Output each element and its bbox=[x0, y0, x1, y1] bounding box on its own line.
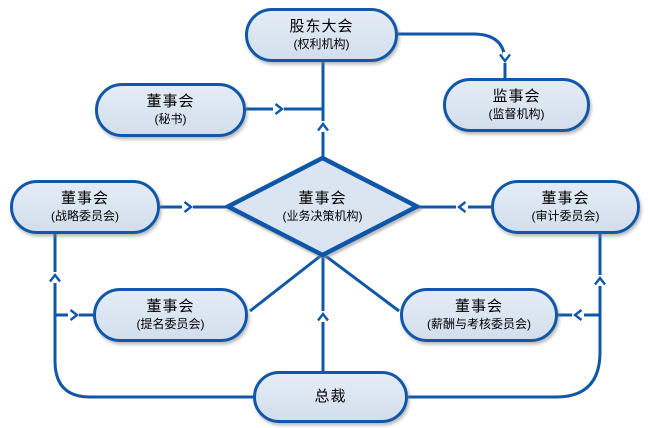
arrow-up-president-to-board bbox=[317, 311, 329, 322]
arrow-up-rail-to-audit bbox=[594, 275, 606, 286]
node-subtitle: (审计委员会) bbox=[531, 209, 600, 224]
node-nomination-committee: 董事会 (提名委员会) bbox=[93, 288, 248, 342]
node-subtitle: (监督机构) bbox=[488, 107, 545, 122]
arrow-left-rail-to-remuneration bbox=[572, 309, 584, 321]
node-title: 董事会 bbox=[541, 189, 590, 207]
node-board-secretary: 董事会 (秘书) bbox=[95, 83, 246, 137]
node-audit-committee: 董事会 (审计委员会) bbox=[491, 180, 640, 234]
diamond-shape bbox=[223, 155, 422, 258]
edge-president-audit-rail bbox=[408, 234, 602, 399]
node-title: 总裁 bbox=[314, 387, 347, 405]
edge-board-remuneration bbox=[322, 252, 400, 313]
node-title: 董事会 bbox=[298, 189, 347, 207]
node-title: 监事会 bbox=[492, 87, 541, 105]
node-title: 董事会 bbox=[60, 189, 109, 207]
node-shareholders-meeting: 股东大会 (权利机构) bbox=[245, 8, 398, 62]
node-subtitle: (秘书) bbox=[154, 112, 187, 127]
node-title: 董事会 bbox=[146, 92, 195, 110]
arrowheads bbox=[49, 52, 606, 322]
arrow-right-rail-to-nomination bbox=[68, 309, 79, 321]
node-subtitle: (权利机构) bbox=[293, 37, 350, 52]
node-subtitle: (战略委员会) bbox=[51, 209, 119, 224]
edge-board-nomination bbox=[249, 252, 324, 313]
node-subtitle: (业务决策机构) bbox=[282, 209, 363, 224]
node-supervisory-board: 监事会 (监督机构) bbox=[443, 78, 590, 132]
node-strategy-committee: 董事会 (战略委员会) bbox=[10, 180, 160, 234]
edge-shareholders-supervisory bbox=[398, 32, 507, 78]
node-president: 总裁 bbox=[253, 371, 408, 423]
arrow-up-to-shareholders bbox=[317, 121, 329, 132]
arrow-up-rail-to-strategy bbox=[49, 272, 61, 283]
node-subtitle: (提名委员会) bbox=[136, 317, 205, 332]
node-remuneration-committee: 董事会 (薪酬与考核委员会) bbox=[400, 288, 558, 342]
node-title: 股东大会 bbox=[289, 17, 354, 35]
node-title: 董事会 bbox=[146, 297, 195, 315]
node-title: 董事会 bbox=[454, 297, 503, 315]
edge-president-strategy-rail bbox=[53, 234, 253, 399]
arrow-left-audit-to-board bbox=[456, 201, 468, 213]
node-board-decision-diamond: 董事会 (业务决策机构) bbox=[237, 177, 408, 237]
node-subtitle: (薪酬与考核委员会) bbox=[427, 317, 531, 332]
arrow-right-strategy-to-board bbox=[182, 201, 193, 213]
arrow-right-secretary bbox=[273, 103, 284, 115]
arrow-down-to-supervisory bbox=[499, 52, 511, 63]
